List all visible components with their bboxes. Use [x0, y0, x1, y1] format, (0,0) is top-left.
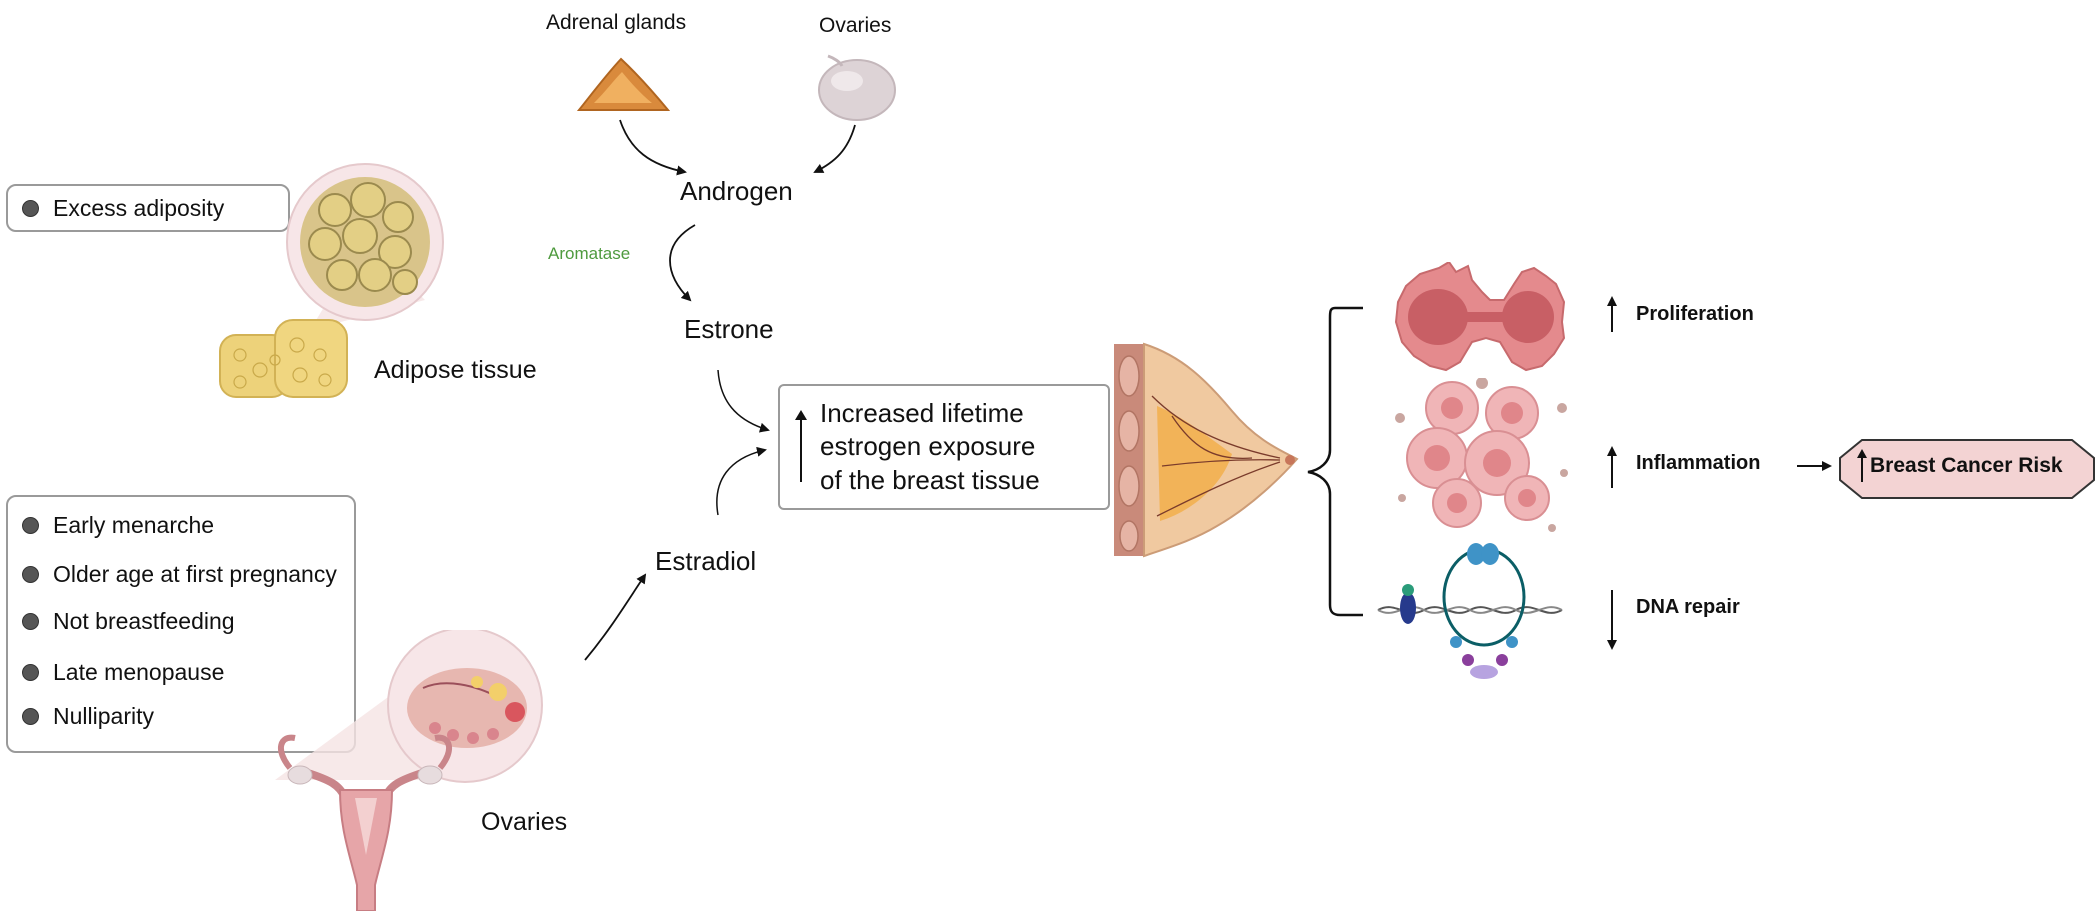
adipose-tissue-label: Adipose tissue [374, 356, 537, 384]
box-line-2: estrogen exposure [820, 431, 1036, 461]
androgen-label: Androgen [680, 176, 793, 206]
dna-repair-label: DNA repair [1636, 596, 1740, 618]
inflammation-cells-icon [1395, 378, 1568, 532]
arrow-ovaries-to-estradiol [584, 573, 647, 661]
risk-factor-item: Late menopause [22, 659, 224, 686]
dna-repair-complex-icon [1377, 543, 1563, 679]
bullet-icon [22, 566, 39, 583]
risk-factor-item: Nulliparity [22, 703, 154, 730]
arrow-androgen-to-estrone [669, 224, 696, 302]
adipose-tissue-illustration [219, 163, 444, 398]
adrenal-glands-label: Adrenal glands [546, 11, 687, 34]
arrow-estrone-to-box [717, 369, 770, 433]
ovary-icon [818, 54, 896, 121]
bullet-icon [22, 664, 39, 681]
uterus-ovaries-illustration [275, 630, 543, 911]
risk-factor-item: Early menarche [22, 512, 214, 539]
arrow-adrenal-to-androgen [619, 119, 687, 176]
adiposity-item: Excess adiposity [22, 195, 224, 222]
ovaries-top-label: Ovaries [819, 14, 892, 37]
ovaries-bottom-label: Ovaries [481, 808, 568, 836]
effects-brace [1307, 306, 1363, 617]
reproductive-factors-box: Early menarche Older age at first pregna… [6, 495, 356, 753]
box-line-1: Increased lifetime [820, 398, 1024, 428]
inflammation-label: Inflammation [1636, 452, 1761, 474]
aromatase-label: Aromatase [548, 244, 631, 263]
adrenal-gland-icon [576, 57, 671, 111]
risk-factor-item: Older age at first pregnancy [22, 561, 337, 588]
adiposity-box: Excess adiposity [6, 184, 290, 232]
estradiol-label: Estradiol [655, 546, 757, 576]
estrogen-exposure-box: Increased lifetime estrogen exposure of … [778, 384, 1110, 510]
increase-arrow-icon [795, 410, 807, 482]
box-line-3: of the breast tissue [820, 465, 1040, 495]
bullet-icon [22, 517, 39, 534]
bullet-icon [22, 708, 39, 725]
dividing-cell-icon [1394, 262, 1566, 372]
arrow-ovaries-to-androgen [813, 124, 856, 173]
arrow-estradiol-to-box [716, 446, 767, 516]
breast-cancer-risk-hexagon [1839, 439, 2095, 499]
breast-tissue-illustration [1114, 342, 1299, 558]
estrone-label: Estrone [684, 314, 774, 344]
risk-factor-item: Not breastfeeding [22, 608, 235, 635]
breast-cancer-risk-label: Breast Cancer Risk [1870, 454, 2063, 477]
bullet-icon [22, 613, 39, 630]
proliferation-label: Proliferation [1636, 303, 1754, 325]
bullet-icon [22, 200, 39, 217]
